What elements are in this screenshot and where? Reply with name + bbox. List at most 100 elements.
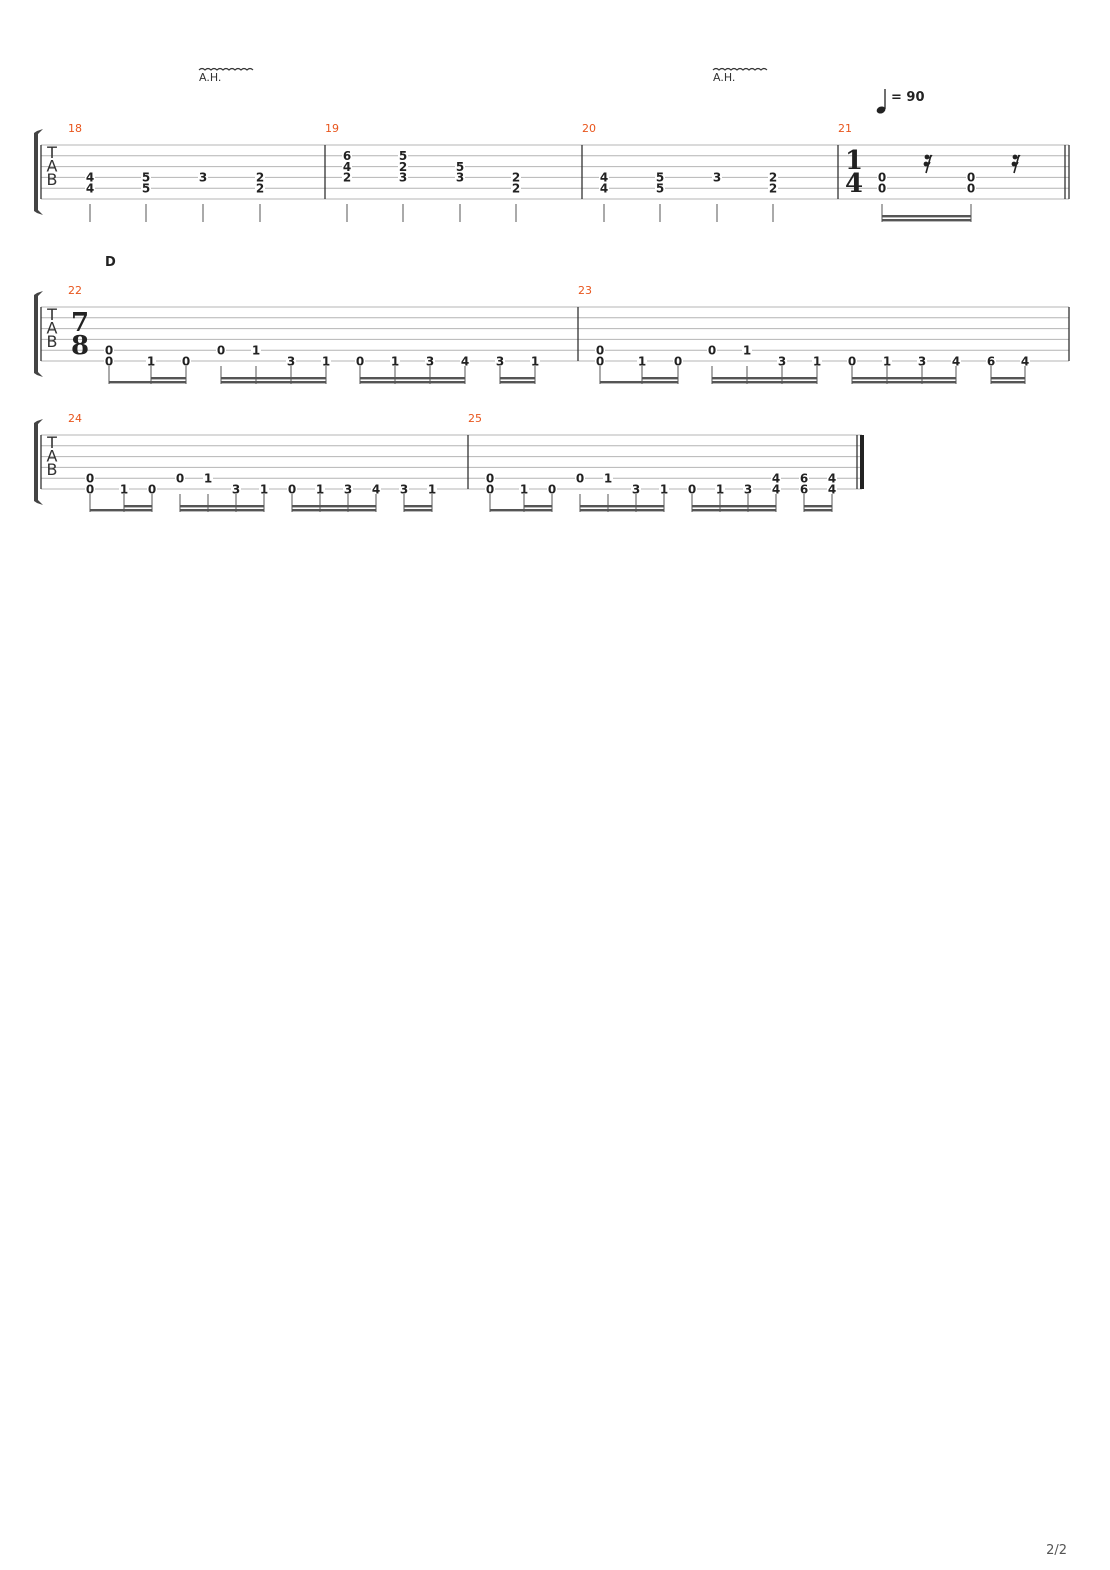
beam	[404, 509, 432, 512]
fret-number: 3	[496, 354, 504, 368]
fret-number: 3	[400, 482, 408, 496]
tempo-value: = 90	[891, 90, 925, 105]
sixteenth-rest	[923, 154, 933, 174]
beam	[692, 505, 776, 508]
fret-number: 3	[399, 171, 407, 185]
fret-number: 1	[120, 482, 128, 496]
beam	[991, 381, 1025, 384]
time-signature-denominator: 4	[845, 169, 863, 199]
fret-number: 0	[148, 482, 156, 496]
fret-number: 3	[632, 482, 640, 496]
fret-number: 1	[638, 354, 646, 368]
fret-number: 0	[576, 472, 584, 486]
fret-number: 2	[512, 171, 520, 185]
beam	[360, 377, 465, 380]
rehearsal-marker: D	[105, 255, 116, 270]
system-bracket	[34, 291, 43, 377]
fret-number: 1	[743, 344, 751, 358]
fret-number: 0	[548, 482, 556, 496]
fret-number: 1	[660, 482, 668, 496]
beam	[180, 505, 264, 508]
fret-number: 4	[86, 182, 94, 196]
measure-number: 25	[468, 412, 482, 425]
beam	[882, 219, 971, 222]
fret-number: 0	[182, 354, 190, 368]
beam	[292, 509, 376, 512]
fret-number: 4	[343, 160, 351, 174]
beam	[580, 509, 664, 512]
measure-number: 20	[582, 122, 596, 135]
system-bracket	[34, 419, 43, 505]
fret-number: 0	[708, 344, 716, 358]
fret-number: 3	[918, 354, 926, 368]
beam	[180, 509, 264, 512]
fret-number: 3	[344, 482, 352, 496]
sixteenth-rest	[1011, 154, 1021, 174]
beam	[852, 381, 956, 384]
fret-number: 0	[86, 472, 94, 486]
fret-number: 3	[426, 354, 434, 368]
fret-number: 0	[878, 182, 886, 196]
tab-clef-letter: B	[47, 170, 58, 189]
fret-number: 4	[772, 482, 780, 496]
fret-number: 6	[800, 472, 808, 486]
fret-number: 3	[713, 171, 721, 185]
fret-number: 5	[142, 171, 150, 185]
beam	[490, 509, 552, 512]
fret-number: 5	[399, 149, 407, 163]
beam	[404, 505, 432, 508]
fret-number: 5	[656, 182, 664, 196]
tab-clef-letter: A	[47, 319, 58, 338]
fret-number: 0	[356, 354, 364, 368]
fret-number: 1	[531, 354, 539, 368]
fret-number: 1	[520, 482, 528, 496]
beam	[692, 509, 776, 512]
beam	[712, 377, 817, 380]
fret-number: 3	[199, 171, 207, 185]
fret-number: 0	[486, 472, 494, 486]
fret-number: 1	[604, 472, 612, 486]
fret-number: 5	[456, 160, 464, 174]
fret-number: 2	[399, 160, 407, 174]
measure-number: 19	[325, 122, 339, 135]
tab-clef-letter: A	[47, 447, 58, 466]
tab-clef-letter: A	[47, 157, 58, 176]
beam	[90, 509, 152, 512]
fret-number: 4	[461, 354, 469, 368]
beam	[524, 505, 552, 508]
time-signature-numerator: 1	[845, 146, 863, 176]
tab-clef-letter: B	[47, 332, 58, 351]
fret-number: 0	[486, 482, 494, 496]
beam	[580, 505, 664, 508]
time-signature-numerator: 7	[71, 308, 89, 338]
artificial-harmonic-marking: A.H.	[198, 67, 254, 84]
fret-number: 3	[744, 482, 752, 496]
beam	[109, 381, 186, 384]
fret-number: 6	[987, 354, 995, 368]
fret-number: 0	[288, 482, 296, 496]
fret-number: 0	[596, 344, 604, 358]
fret-number: 2	[256, 182, 264, 196]
fret-number: 3	[778, 354, 786, 368]
measure-number: 18	[68, 122, 82, 135]
fret-number: 6	[800, 482, 808, 496]
fret-number: 1	[716, 482, 724, 496]
fret-number: 4	[1021, 354, 1029, 368]
beam	[882, 215, 971, 218]
beam	[500, 381, 535, 384]
fret-number: 5	[142, 182, 150, 196]
beam	[852, 377, 956, 380]
fret-number: 4	[828, 482, 836, 496]
fret-number: 3	[232, 482, 240, 496]
tempo-marking: = 90	[876, 89, 925, 114]
fret-number: 0	[674, 354, 682, 368]
beam	[991, 377, 1025, 380]
